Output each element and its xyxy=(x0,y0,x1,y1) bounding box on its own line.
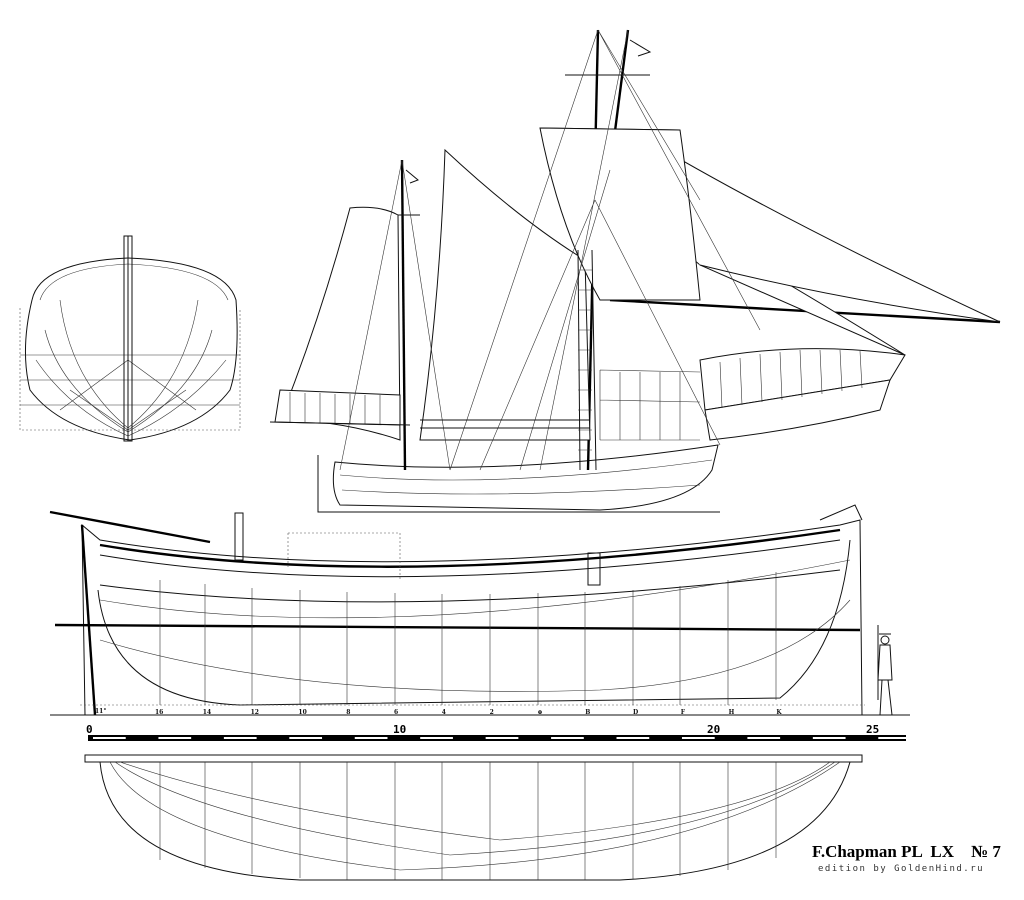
station-labels: 16 14 12 10 8 6 4 2 ⊕ B D F H K xyxy=(155,709,782,716)
scale-segment xyxy=(485,737,519,739)
scale-segment xyxy=(551,737,584,739)
station-label: 2 xyxy=(490,709,494,716)
station-label: 6 xyxy=(394,709,398,716)
station-label: 8 xyxy=(346,709,350,716)
body-plan xyxy=(19,235,241,442)
scale-segment xyxy=(223,737,257,739)
station-label: 14 xyxy=(203,709,211,716)
sail-plan xyxy=(269,29,1001,513)
scale-segment xyxy=(878,737,911,739)
station-label: K xyxy=(776,709,782,716)
station-label: 10 xyxy=(298,709,306,716)
scale-segment xyxy=(354,737,388,739)
profile-plan xyxy=(49,504,910,716)
station-label: ⊕ xyxy=(537,709,542,716)
scale-bar xyxy=(88,735,911,741)
station-label: 4 xyxy=(442,709,446,716)
human-scale-figure xyxy=(877,625,893,716)
scale-label-25: 25 xyxy=(866,723,879,736)
station-label: D xyxy=(633,709,638,716)
edition-credit: edition by GoldenHind.ru xyxy=(818,864,985,874)
scale-label-0: 0 xyxy=(86,723,93,736)
scale-segment xyxy=(289,737,323,739)
scale-segment xyxy=(93,737,126,739)
scale-segment xyxy=(158,737,192,739)
station-label: 12 xyxy=(251,709,259,716)
plate-caption: F.Chapman PL LX № 7 xyxy=(812,842,1001,861)
scale-label-20: 20 xyxy=(707,723,720,736)
stern-mark: 11° xyxy=(95,708,106,715)
scale-segment xyxy=(420,737,453,739)
station-label: B xyxy=(585,709,590,716)
scale-segment xyxy=(747,737,781,739)
station-label: F xyxy=(681,709,686,716)
station-label: H xyxy=(729,709,735,716)
scale-label-10: 10 xyxy=(393,723,406,736)
half-breadth-plan xyxy=(84,754,863,881)
station-label: 16 xyxy=(155,709,163,716)
scale-segment xyxy=(616,737,650,739)
scale-segment xyxy=(681,737,715,739)
scale-segment xyxy=(812,737,846,739)
